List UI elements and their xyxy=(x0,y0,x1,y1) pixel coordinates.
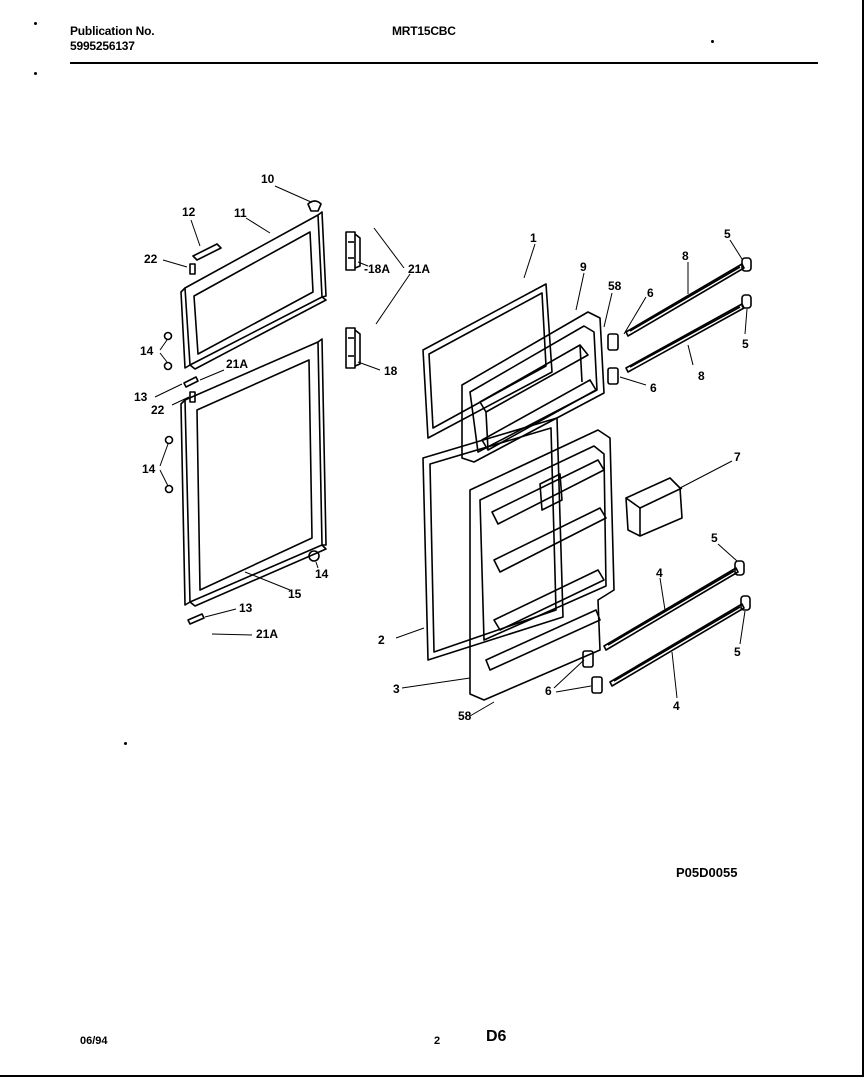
rail-bracket-6-a xyxy=(607,333,619,351)
callout-14: 14 xyxy=(315,567,329,581)
bushing-14-c xyxy=(164,435,174,445)
model-number: MRT15CBC xyxy=(392,24,456,38)
callout-14: 14 xyxy=(140,344,154,358)
bushing-14-d xyxy=(164,484,174,494)
scan-mark xyxy=(124,742,127,745)
end-cap-5-b xyxy=(741,294,752,309)
callout-6: 6 xyxy=(647,286,654,300)
hinge-pin-13-b xyxy=(187,613,205,625)
callout-18a: -18A xyxy=(364,262,391,276)
callout-2: 2 xyxy=(378,633,385,647)
scan-mark xyxy=(34,22,37,25)
shelf-rail-4-upper xyxy=(603,567,739,651)
callout-21a: 21A xyxy=(256,627,279,641)
callout-6: 6 xyxy=(650,381,657,395)
callout-21a: 21A xyxy=(226,357,249,371)
callout-8: 8 xyxy=(698,369,705,383)
callout-58: 58 xyxy=(608,279,622,293)
footer-page: 2 xyxy=(434,1035,441,1047)
end-cap-5-c xyxy=(734,560,745,576)
rail-bracket-6-d xyxy=(591,676,603,694)
hinge-pin-13-a xyxy=(183,376,199,388)
callout-13: 13 xyxy=(239,601,253,615)
end-cap-5-d xyxy=(740,595,751,611)
callout-1: 1 xyxy=(530,231,537,245)
callout-9: 9 xyxy=(580,260,587,274)
scan-mark xyxy=(711,40,714,43)
bushing-14-e xyxy=(308,550,320,562)
callout-10: 10 xyxy=(261,172,275,186)
callout-6: 6 xyxy=(545,684,552,698)
callout-5: 5 xyxy=(724,227,731,241)
freezer-liner-frame xyxy=(180,211,327,370)
callout-11: 11 xyxy=(234,206,247,220)
callout-22: 22 xyxy=(151,403,165,417)
plug-22-b xyxy=(189,391,196,403)
callout-12: 12 xyxy=(182,205,196,219)
trim-piece-12 xyxy=(192,243,222,261)
shelf-rail-8-upper xyxy=(625,263,745,337)
fresh-food-liner-frame xyxy=(180,338,327,607)
scan-mark xyxy=(34,72,37,75)
callout-14: 14 xyxy=(142,462,156,476)
footer-date: 06/94 xyxy=(80,1035,108,1047)
shelf-rail-8-lower xyxy=(625,303,745,373)
hinge-bracket-18 xyxy=(345,327,361,369)
bushing-14-a xyxy=(163,331,173,341)
callout-58: 58 xyxy=(458,709,472,723)
callout-7: 7 xyxy=(734,450,741,464)
callout-13: 13 xyxy=(134,390,148,404)
rail-bracket-6-c xyxy=(582,650,594,668)
bushing-14-b xyxy=(163,361,173,371)
callout-4: 4 xyxy=(656,566,663,580)
freezer-gasket xyxy=(422,283,553,439)
end-cap-5-a xyxy=(741,257,752,272)
rail-bracket-6-b xyxy=(607,367,619,385)
footer-section: D6 xyxy=(486,1028,507,1045)
callout-22: 22 xyxy=(144,252,158,266)
plug-22-a xyxy=(189,263,196,275)
callout-4: 4 xyxy=(673,699,680,713)
door-stop-10 xyxy=(307,200,322,212)
diagram-code: P05D0055 xyxy=(676,865,738,880)
callout-5: 5 xyxy=(711,531,718,545)
callout-15: 15 xyxy=(288,587,302,601)
fresh-food-gasket xyxy=(422,417,564,661)
dairy-door-7 xyxy=(625,477,683,537)
publication-label: Publication No. xyxy=(70,24,155,38)
callout-8: 8 xyxy=(682,249,689,263)
callout-3: 3 xyxy=(393,682,400,696)
publication-number: 5995256137 xyxy=(70,39,135,53)
callout-5: 5 xyxy=(742,337,749,351)
header-rule xyxy=(70,62,818,64)
hinge-bracket-18a xyxy=(345,231,361,271)
callout-21a: 21A xyxy=(408,262,431,276)
callout-5: 5 xyxy=(734,645,741,659)
shelf-rail-4-lower xyxy=(609,603,745,687)
fresh-food-inner-door xyxy=(469,429,615,701)
callout-18: 18 xyxy=(384,364,398,378)
